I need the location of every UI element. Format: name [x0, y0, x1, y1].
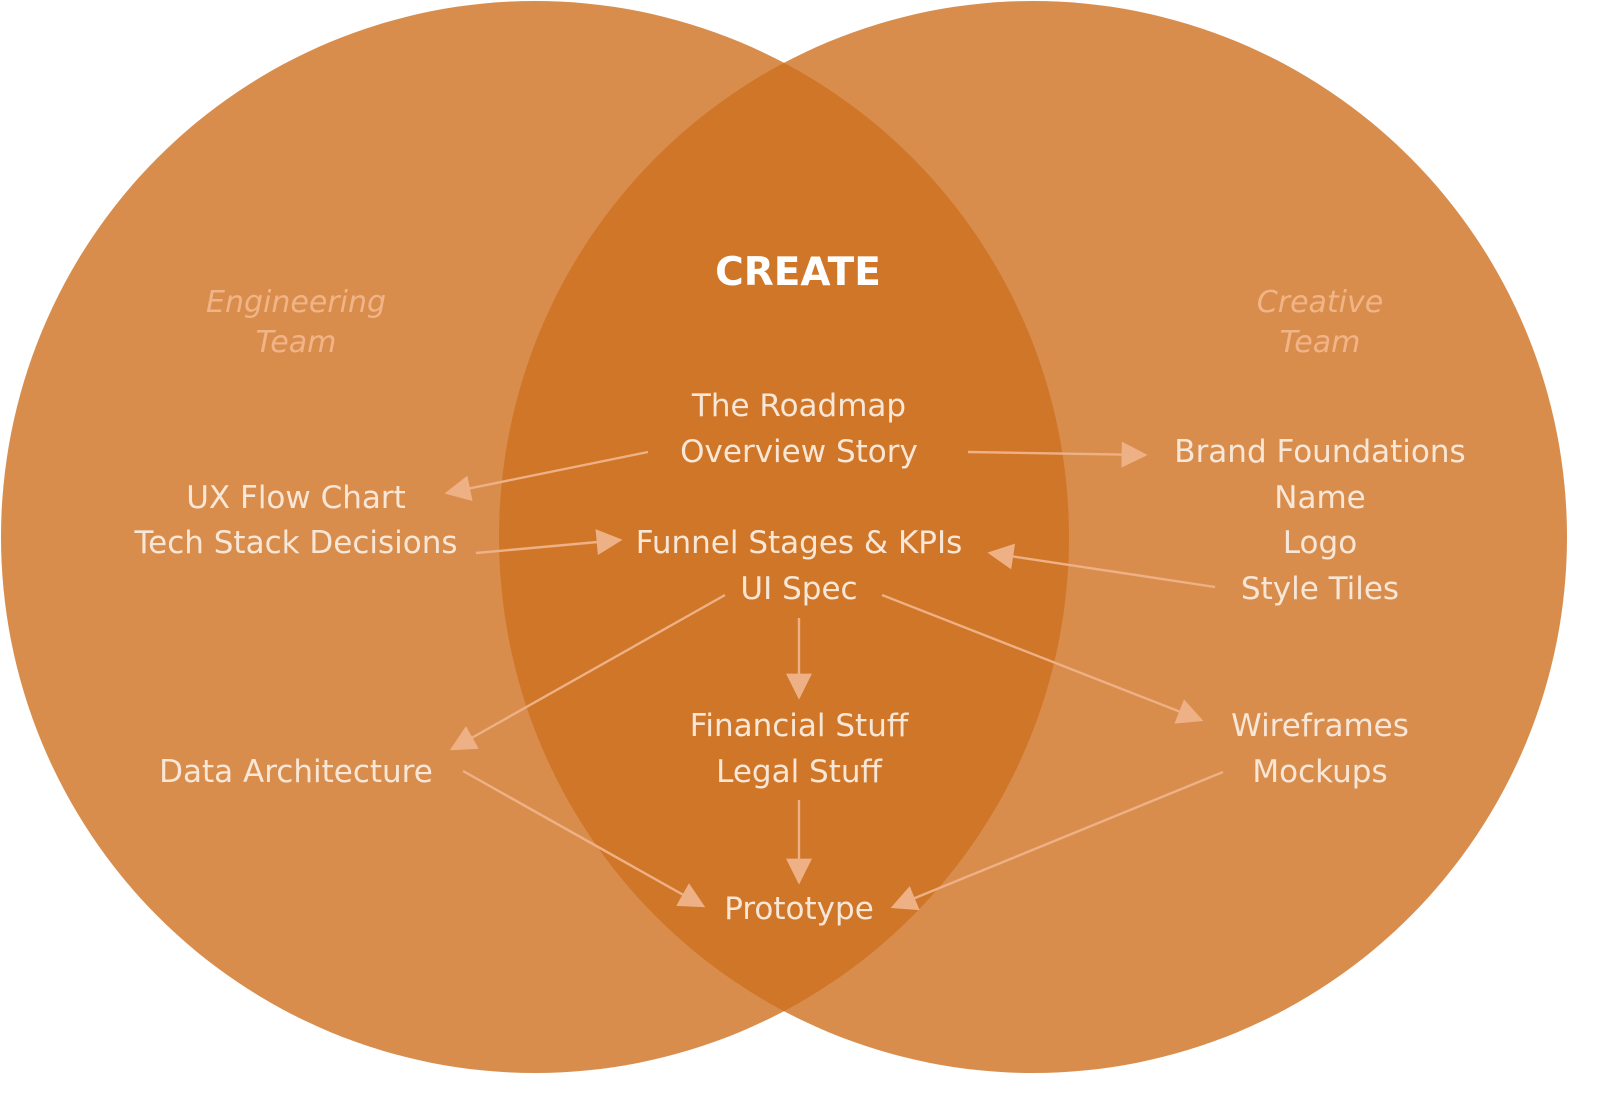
arrow-roadmap-to-brand	[967, 441, 1148, 468]
prototype-label: Prototype	[724, 891, 874, 927]
data-architecture-label: Data Architecture	[159, 754, 433, 790]
overlap-region	[499, 1, 1069, 1073]
ux-flow-chart-label: UX Flow Chart	[186, 480, 406, 516]
ui-spec-label: UI Spec	[740, 571, 857, 607]
arrow-wireframes-to-prototype	[890, 770, 1224, 911]
creative-team-label: Creative	[1257, 285, 1383, 320]
overview-story-label: Overview Story	[680, 434, 918, 470]
wireframes-label: Wireframes	[1231, 708, 1409, 744]
arrow-data-to-prototype	[462, 769, 706, 908]
brand-foundations-label: Brand Foundations	[1174, 434, 1465, 470]
arrow-brand-to-funnel	[987, 543, 1216, 589]
arrow-uispec-to-wireframes	[881, 593, 1204, 724]
roadmap-label: The Roadmap	[691, 388, 906, 424]
arrows	[444, 441, 1224, 911]
legal-stuff-label: Legal Stuff	[716, 754, 882, 790]
arrow-uispec-to-data	[449, 593, 726, 751]
creative-team-label-line2: Team	[1280, 325, 1361, 360]
financial-stuff-label: Financial Stuff	[690, 708, 909, 744]
mockups-label: Mockups	[1252, 754, 1387, 790]
logo-label: Logo	[1283, 525, 1357, 561]
arrow-ux-to-funnel	[475, 529, 623, 556]
arrow-roadmap-to-ux	[444, 450, 649, 502]
engineering-team-label-line2: Team	[256, 325, 337, 360]
name-label: Name	[1274, 480, 1365, 516]
tech-stack-label: Tech Stack Decisions	[133, 525, 457, 561]
engineering-team-label: Engineering	[206, 285, 386, 320]
funnel-stages-label: Funnel Stages & KPIs	[636, 525, 963, 561]
style-tiles-label: Style Tiles	[1241, 571, 1399, 607]
create-title: CREATE	[715, 250, 881, 295]
